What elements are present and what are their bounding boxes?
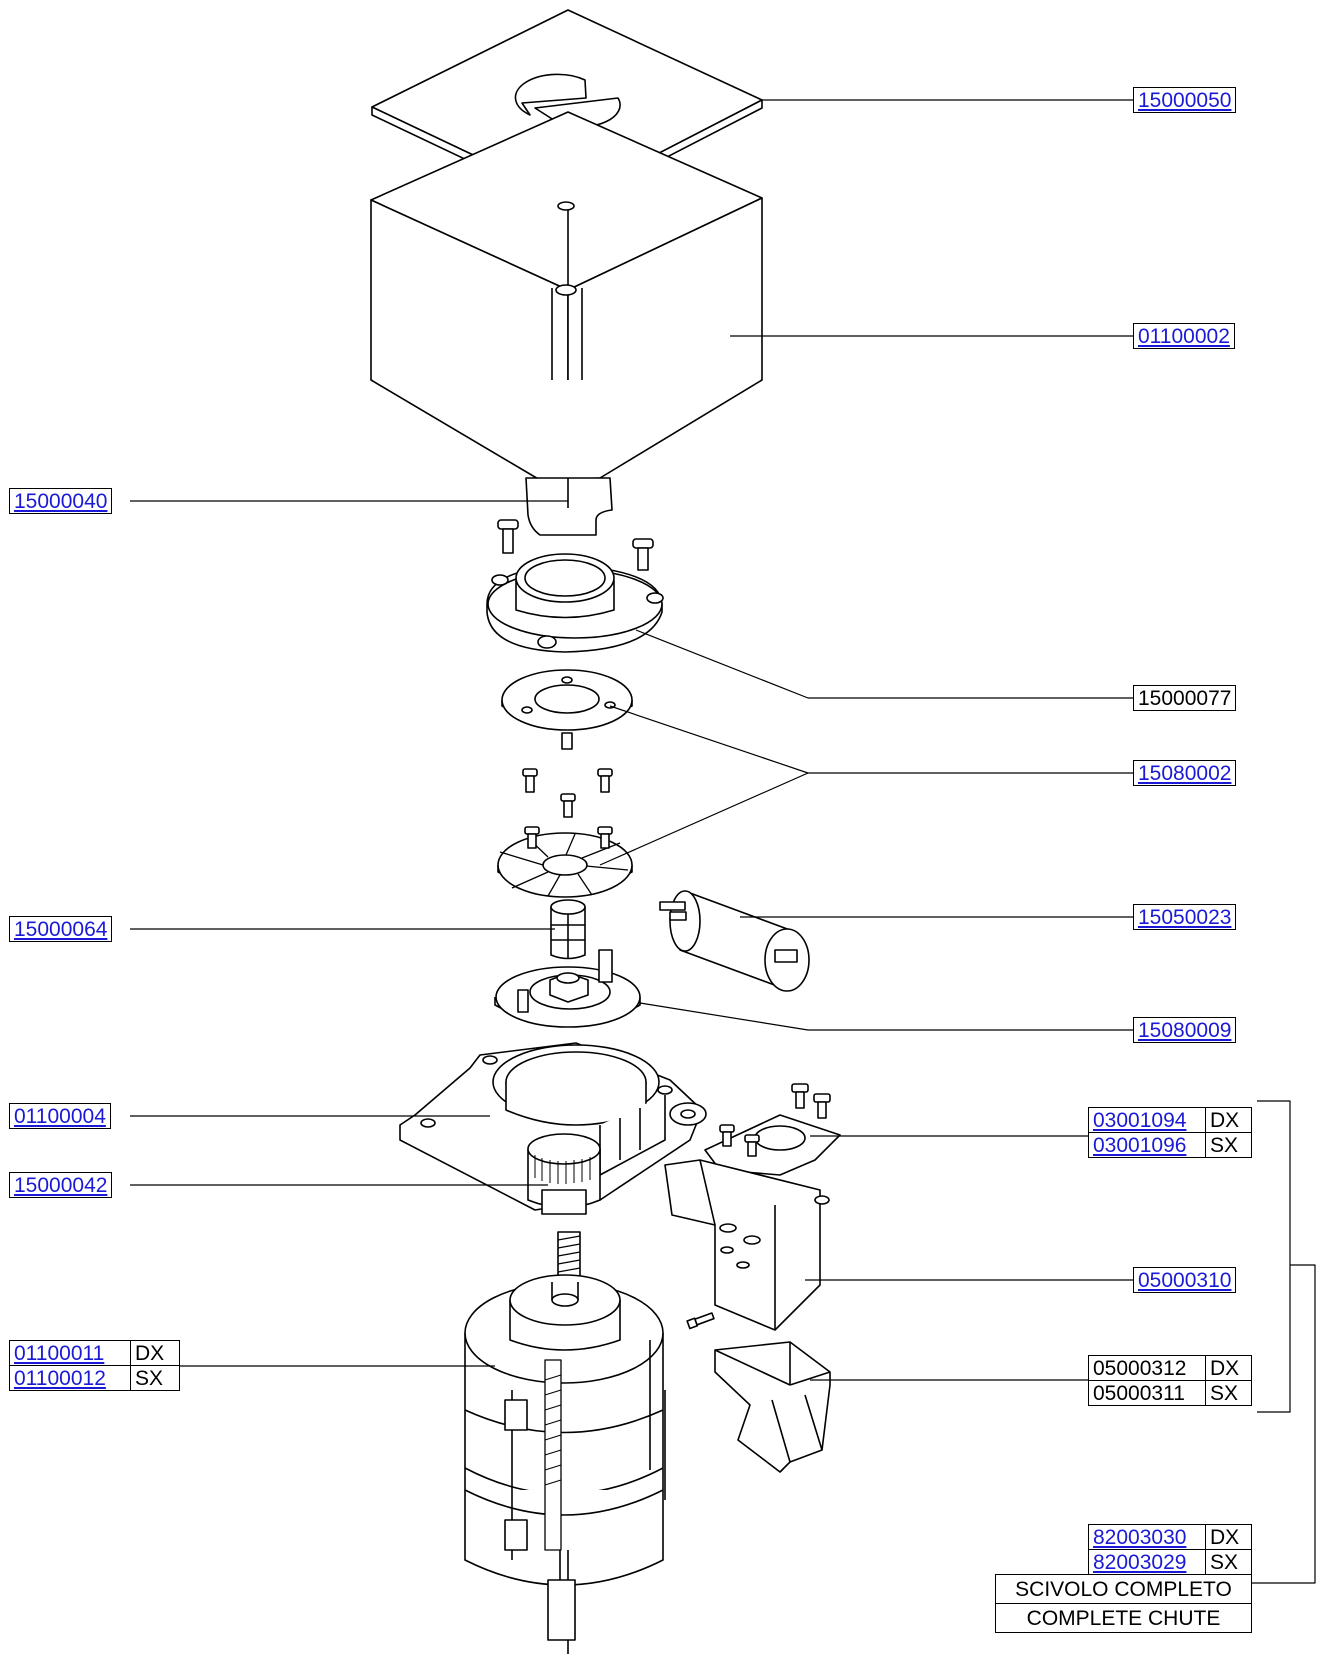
part-82003029-link[interactable]: 82003029 [1088, 1549, 1206, 1575]
part-05000311-label: 05000311 [1088, 1380, 1206, 1406]
part-15000042-link[interactable]: 15000042 [9, 1172, 113, 1198]
screws-mid [522, 768, 613, 818]
grinder-base [399, 1042, 707, 1211]
part-01100004-link[interactable]: 01100004 [9, 1103, 111, 1129]
dx-suffix: DX [1205, 1355, 1252, 1381]
capacitor [659, 890, 810, 992]
part-15000050-link[interactable]: 15000050 [1133, 87, 1237, 113]
leader-lines [130, 99, 1316, 1584]
sx-suffix: SX [1205, 1549, 1252, 1575]
dx-suffix: DX [130, 1340, 180, 1366]
part-15000077-label: 15000077 [1133, 685, 1237, 711]
part-15080009-link[interactable]: 15080009 [1133, 1017, 1237, 1043]
chute [714, 1341, 831, 1473]
chute-title-it: SCIVOLO COMPLETO [995, 1574, 1252, 1604]
burr-upper [501, 669, 633, 750]
dx-suffix: DX [1205, 1107, 1252, 1133]
part-82003030-link[interactable]: 82003030 [1088, 1524, 1206, 1550]
spring [557, 1231, 581, 1283]
chute-title-en: COMPLETE CHUTE [995, 1603, 1252, 1633]
part-01100002-link[interactable]: 01100002 [1133, 323, 1235, 349]
sx-suffix: SX [1205, 1132, 1252, 1158]
part-01100012-link[interactable]: 01100012 [9, 1365, 131, 1391]
part-15000064-link[interactable]: 15000064 [9, 916, 113, 942]
chute-bracket [664, 1159, 830, 1331]
hopper-outlet [525, 477, 613, 536]
dx-suffix: DX [1205, 1524, 1252, 1550]
hopper-box [370, 111, 763, 481]
part-03001094-link[interactable]: 03001094 [1088, 1107, 1206, 1133]
adjustment-knob [527, 1133, 601, 1215]
part-15050023-link[interactable]: 15050023 [1133, 904, 1237, 930]
shaft-nut [550, 899, 586, 960]
motor [464, 1274, 666, 1654]
burr-lower [497, 826, 633, 898]
burr-carrier [494, 949, 641, 1028]
grinder-ring [486, 553, 664, 653]
part-03001096-link[interactable]: 03001096 [1088, 1132, 1206, 1158]
part-05000312-label: 05000312 [1088, 1355, 1206, 1381]
part-01100011-link[interactable]: 01100011 [9, 1340, 131, 1366]
switch-plate [704, 1083, 841, 1176]
sx-suffix: SX [130, 1365, 180, 1391]
sx-suffix: SX [1205, 1380, 1252, 1406]
part-15080002-link[interactable]: 15080002 [1133, 760, 1237, 786]
part-15000040-link[interactable]: 15000040 [9, 488, 113, 514]
part-05000310-link[interactable]: 05000310 [1133, 1267, 1237, 1293]
